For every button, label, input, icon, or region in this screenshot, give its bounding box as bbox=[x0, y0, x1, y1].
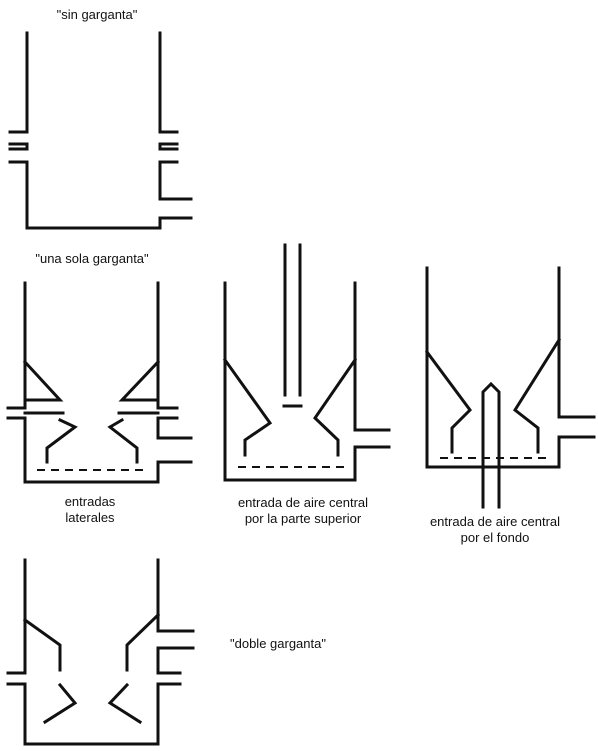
superior-walls bbox=[223, 281, 391, 482]
label-central-fondo-2: por el fondo bbox=[461, 530, 530, 545]
central-superior-figure: entrada de aire central por la parte sup… bbox=[222, 243, 391, 526]
doble-garganta-figure: "doble garganta" bbox=[6, 558, 326, 746]
doble-upper-throat-left bbox=[22, 617, 62, 672]
doble-left-wall bbox=[6, 558, 195, 746]
superior-central-pipe bbox=[283, 243, 302, 397]
label-central-superior-1: entrada de aire central bbox=[238, 495, 368, 510]
fondo-central-pipe bbox=[481, 381, 501, 509]
label-una-sola-garganta: "una sola garganta" bbox=[35, 251, 149, 266]
sin-garganta-right-wall bbox=[158, 31, 193, 230]
lateral-throat-left bbox=[22, 359, 78, 464]
fondo-walls bbox=[425, 266, 596, 469]
sin-garganta-left-wall bbox=[8, 31, 29, 230]
label-entradas: entradas bbox=[65, 494, 116, 509]
label-doble-garganta: "doble garganta" bbox=[230, 636, 326, 651]
una-sola-garganta-lateral-figure: "una sola garganta" entradas laterales bbox=[6, 251, 193, 525]
superior-throat-left bbox=[222, 357, 273, 457]
label-laterales: laterales bbox=[65, 510, 115, 525]
fondo-throat-left bbox=[424, 349, 472, 454]
label-central-superior-2: por la parte superior bbox=[245, 511, 362, 526]
doble-lower-throat-left bbox=[42, 682, 78, 725]
superior-throat-right bbox=[313, 357, 358, 457]
lateral-throat-right bbox=[107, 359, 161, 464]
central-fondo-figure: entrada de aire central por el fondo bbox=[424, 266, 596, 545]
fondo-throat-right bbox=[513, 337, 562, 454]
doble-upper-throat-right bbox=[125, 612, 161, 672]
sin-garganta-figure: "sin garganta" bbox=[8, 7, 193, 230]
label-sin-garganta: "sin garganta" bbox=[57, 7, 138, 22]
doble-lower-throat-right bbox=[107, 682, 143, 725]
lateral-left-wall bbox=[6, 281, 193, 484]
label-central-fondo-1: entrada de aire central bbox=[430, 514, 560, 529]
